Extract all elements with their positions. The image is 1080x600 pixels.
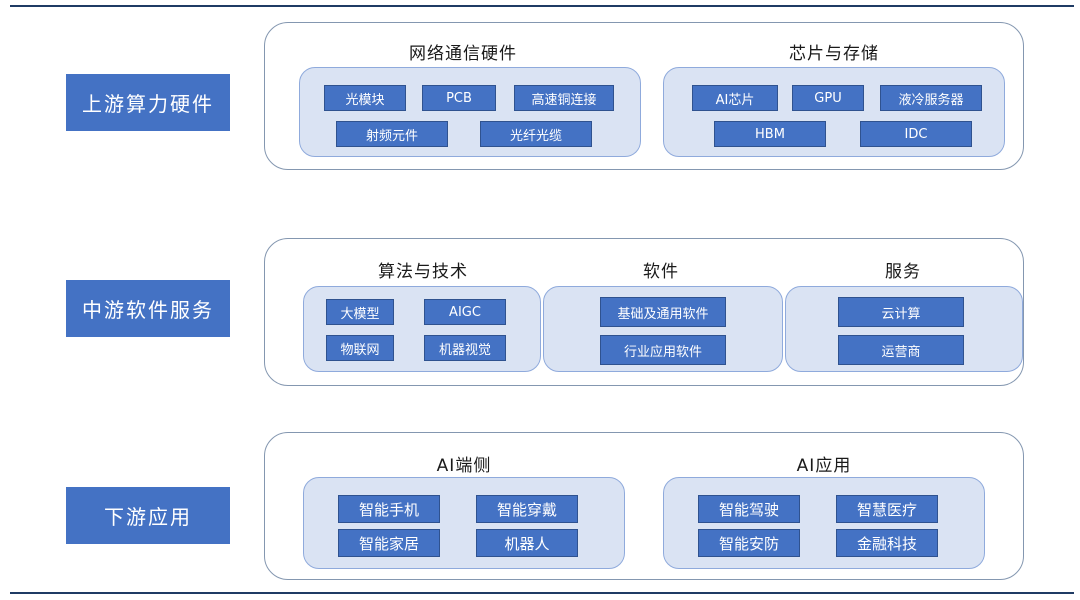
group-title-software: 软件 xyxy=(643,262,679,282)
group-box-services: 云计算 运营商 xyxy=(785,286,1023,372)
tier-label-midstream: 中游软件服务 xyxy=(66,280,230,337)
chip-smartphone: 智能手机 xyxy=(338,495,440,523)
bottom-rule xyxy=(10,592,1074,594)
chip-liquid-cooled-server: 液冷服务器 xyxy=(880,85,982,111)
group-title-apps: AI应用 xyxy=(796,456,852,476)
chip-large-model: 大模型 xyxy=(326,299,394,325)
group-box-apps: 智能驾驶 智慧医疗 智能安防 金融科技 xyxy=(663,477,985,569)
chip-industry-software: 行业应用软件 xyxy=(600,335,726,365)
group-title-services: 服务 xyxy=(885,262,921,282)
chip-carrier: 运营商 xyxy=(838,335,964,365)
tier-label-upstream: 上游算力硬件 xyxy=(66,74,230,131)
chip-idc: IDC xyxy=(860,121,972,147)
group-title-network: 网络通信硬件 xyxy=(409,44,517,64)
chip-smart-security: 智能安防 xyxy=(698,529,800,557)
group-box-network: 光模块 PCB 高速铜连接 射频元件 光纤光缆 xyxy=(299,67,641,157)
chip-base-software: 基础及通用软件 xyxy=(600,297,726,327)
chip-machine-vision: 机器视觉 xyxy=(424,335,506,361)
chip-cloud-computing: 云计算 xyxy=(838,297,964,327)
chip-autonomous-driving: 智能驾驶 xyxy=(698,495,800,523)
group-title-chips: 芯片与存储 xyxy=(789,44,879,64)
group-box-algorithms: 大模型 AIGC 物联网 机器视觉 xyxy=(303,286,541,372)
chip-fintech: 金融科技 xyxy=(836,529,938,557)
chip-aigc: AIGC xyxy=(424,299,506,325)
tier-panel-upstream: 网络通信硬件 光模块 PCB 高速铜连接 射频元件 光纤光缆 芯片与存储 AI芯… xyxy=(264,22,1024,170)
chip-rf-components: 射频元件 xyxy=(336,121,448,147)
tier-panel-midstream: 算法与技术 大模型 AIGC 物联网 机器视觉 软件 基础及通用软件 行业应用软… xyxy=(264,238,1024,386)
chip-wearables: 智能穿戴 xyxy=(476,495,578,523)
top-rule xyxy=(10,5,1074,7)
group-box-edge: 智能手机 智能穿戴 智能家居 机器人 xyxy=(303,477,625,569)
chip-optical-fiber: 光纤光缆 xyxy=(480,121,592,147)
group-title-edge: AI端侧 xyxy=(436,456,492,476)
chip-gpu: GPU xyxy=(792,85,864,111)
group-title-algorithms: 算法与技术 xyxy=(378,262,468,282)
group-box-chips: AI芯片 GPU 液冷服务器 HBM IDC xyxy=(663,67,1005,157)
chip-hbm: HBM xyxy=(714,121,826,147)
chip-optical-module: 光模块 xyxy=(324,85,406,111)
chip-smart-home: 智能家居 xyxy=(338,529,440,557)
group-box-software: 基础及通用软件 行业应用软件 xyxy=(543,286,783,372)
chip-iot: 物联网 xyxy=(326,335,394,361)
chip-robot: 机器人 xyxy=(476,529,578,557)
chip-high-speed-copper: 高速铜连接 xyxy=(514,85,614,111)
chip-ai-chip: AI芯片 xyxy=(692,85,778,111)
tier-label-downstream: 下游应用 xyxy=(66,487,230,544)
chip-pcb: PCB xyxy=(422,85,496,111)
tier-panel-downstream: AI端侧 智能手机 智能穿戴 智能家居 机器人 AI应用 智能驾驶 智慧医疗 智… xyxy=(264,432,1024,580)
chip-smart-healthcare: 智慧医疗 xyxy=(836,495,938,523)
